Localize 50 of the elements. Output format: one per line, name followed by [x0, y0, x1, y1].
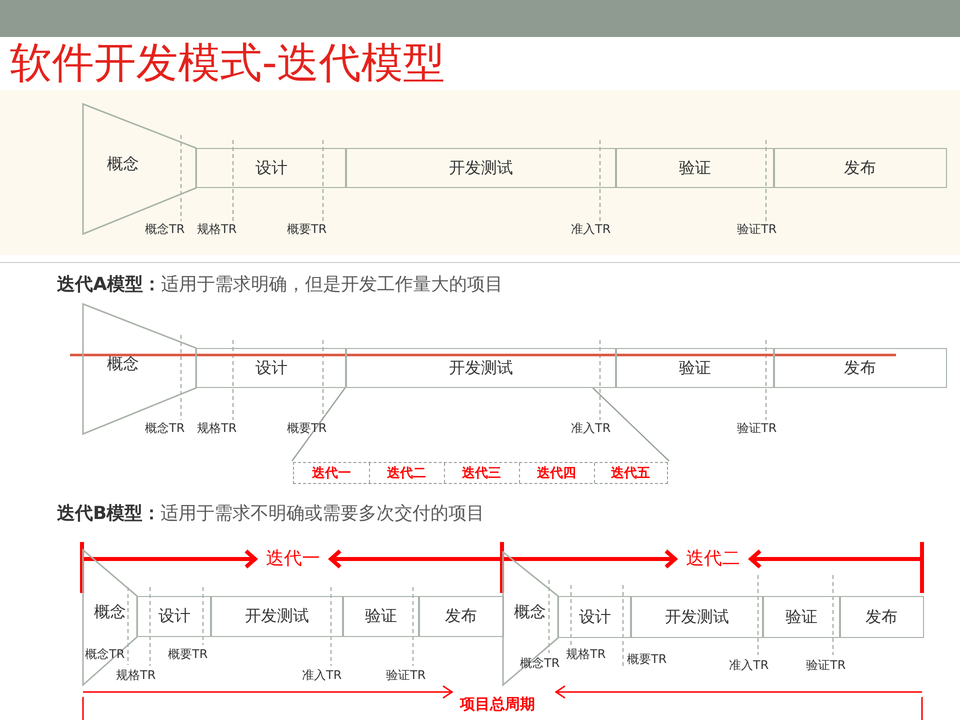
milestone-label: 概念TR	[520, 656, 560, 670]
milestone-label: 规格TR	[566, 647, 606, 661]
phase-box: 设计	[558, 596, 632, 638]
phase-box: 开发测试	[630, 596, 764, 638]
milestone-label: 概念TR	[85, 647, 125, 661]
phase-box: 验证	[762, 596, 840, 638]
phase-box: 设计	[196, 148, 346, 188]
connector-line	[291, 388, 346, 462]
iteration-name: 迭代五	[594, 463, 667, 483]
phase-box: 开发测试	[345, 348, 616, 388]
section-heading: 迭代A模型：适用于需求明确，但是开发工作量大的项目	[57, 274, 503, 296]
milestone-label: 概念TR	[145, 421, 185, 435]
iteration-name: 迭代四	[519, 463, 594, 483]
phase-box: 设计	[137, 596, 212, 637]
iteration-label: 迭代一	[266, 548, 320, 570]
phase-box: 开发测试	[210, 596, 344, 637]
phase-box: 验证	[615, 148, 774, 188]
milestone-label: 概要TR	[627, 652, 667, 666]
phase-box: 发布	[773, 148, 946, 188]
phase-box: 开发测试	[345, 148, 616, 188]
phase-box: 验证	[615, 348, 774, 388]
milestone-label: 验证TR	[737, 222, 777, 236]
milestone-label: 概要TR	[168, 647, 208, 661]
milestone-label: 概要TR	[287, 222, 327, 236]
period-label: 项目总周期	[460, 695, 535, 713]
milestone-label: 准入TR	[571, 421, 611, 435]
milestone-label: 验证TR	[386, 668, 426, 682]
iteration-label: 迭代二	[686, 548, 740, 570]
milestone-label: 准入TR	[571, 222, 611, 236]
connector-line	[592, 388, 670, 462]
iteration-strip	[293, 462, 668, 484]
phase-box: 发布	[839, 596, 924, 638]
milestone-label: 验证TR	[806, 658, 846, 672]
milestone-label: 规格TR	[197, 222, 237, 236]
milestone-label: 准入TR	[729, 658, 769, 672]
slide-title: 软件开发模式-迭代模型	[10, 38, 446, 88]
phase-box: 验证	[342, 596, 420, 637]
phase-box: 发布	[773, 348, 946, 388]
milestone-label: 准入TR	[302, 668, 342, 682]
phase-box: 发布	[418, 596, 504, 637]
iteration-name: 迭代三	[444, 463, 519, 483]
milestone-label: 规格TR	[197, 421, 237, 435]
milestone-label: 规格TR	[116, 668, 156, 682]
milestone-label: 概念TR	[145, 222, 185, 236]
phase-box: 设计	[196, 348, 346, 388]
milestone-label: 概要TR	[287, 421, 327, 435]
iteration-name: 迭代一	[294, 463, 369, 483]
section-heading: 迭代B模型：适用于需求不明确或需要多次交付的项目	[57, 503, 485, 525]
iteration-name: 迭代二	[369, 463, 444, 483]
milestone-label: 验证TR	[737, 421, 777, 435]
